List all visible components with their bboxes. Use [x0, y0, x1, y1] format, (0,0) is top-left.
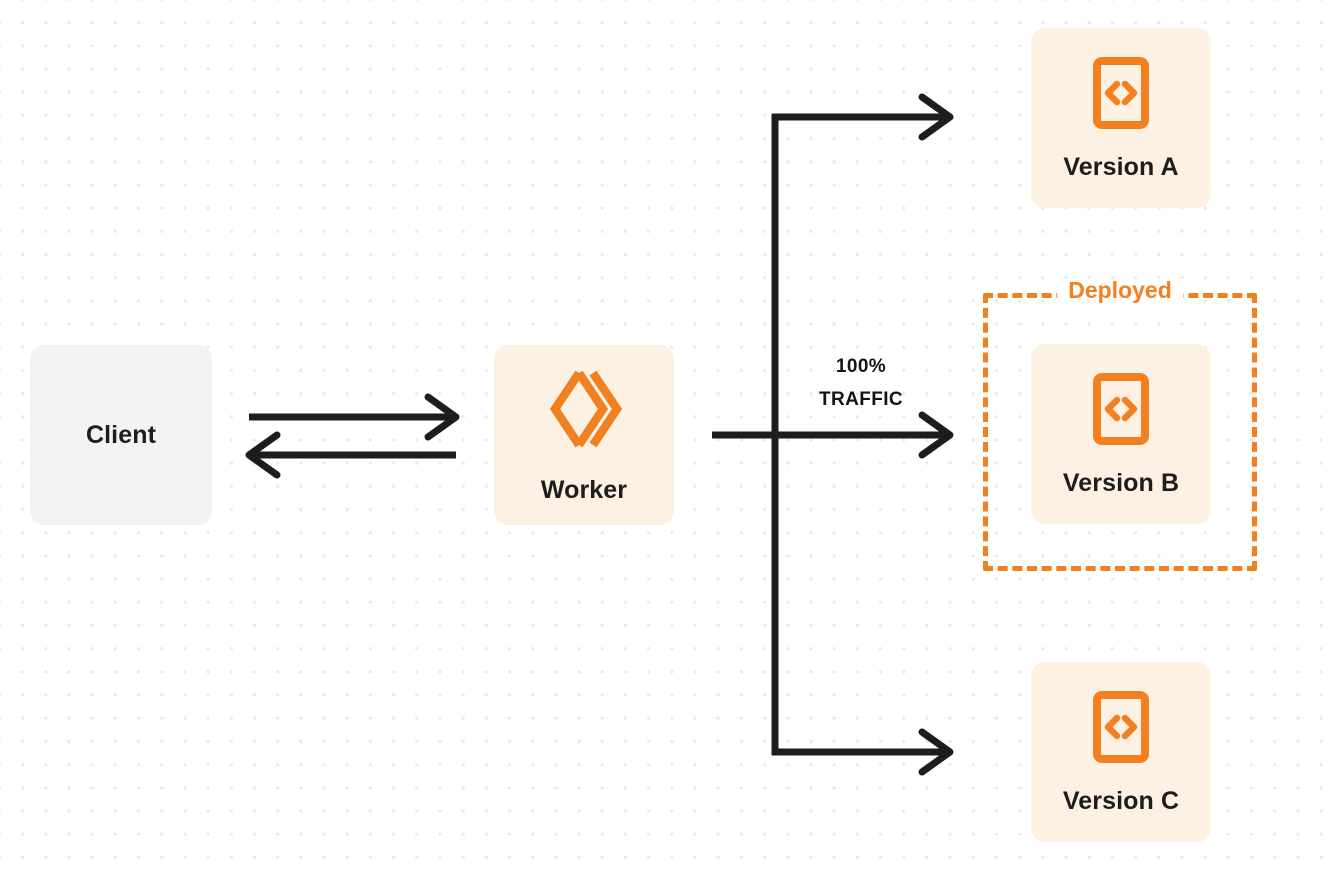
cloudflare-workers-logo-icon [545, 367, 623, 456]
node-version-b[interactable]: Version B [1031, 344, 1211, 524]
traffic-label: 100% TRAFFIC [786, 351, 936, 416]
arrow-worker-to-client [245, 431, 456, 479]
deployed-group-label: Deployed [1057, 279, 1183, 302]
node-worker[interactable]: Worker [494, 345, 674, 525]
traffic-percent: 100% [835, 356, 887, 377]
code-brackets-icon [1092, 372, 1150, 451]
node-version-b-label: Version B [1062, 469, 1180, 497]
traffic-unit-label: TRAFFIC [818, 388, 904, 410]
node-client[interactable]: Client [30, 345, 212, 525]
arrow-worker-to-version-b [712, 411, 954, 459]
node-client-label: Client [85, 420, 157, 449]
code-brackets-icon [1092, 690, 1150, 769]
arrow-worker-to-version-a [772, 93, 954, 141]
node-version-c[interactable]: Version C [1031, 662, 1211, 842]
node-version-a[interactable]: Version A [1031, 28, 1211, 208]
arrow-client-to-worker [249, 393, 460, 441]
node-version-c-label: Version C [1062, 787, 1180, 815]
deployed-group-box: Deployed [983, 279, 1257, 571]
node-version-a-label: Version A [1063, 153, 1179, 181]
code-brackets-icon [1092, 56, 1150, 135]
node-worker-label: Worker [540, 476, 628, 504]
arrow-worker-to-version-c [772, 728, 954, 776]
